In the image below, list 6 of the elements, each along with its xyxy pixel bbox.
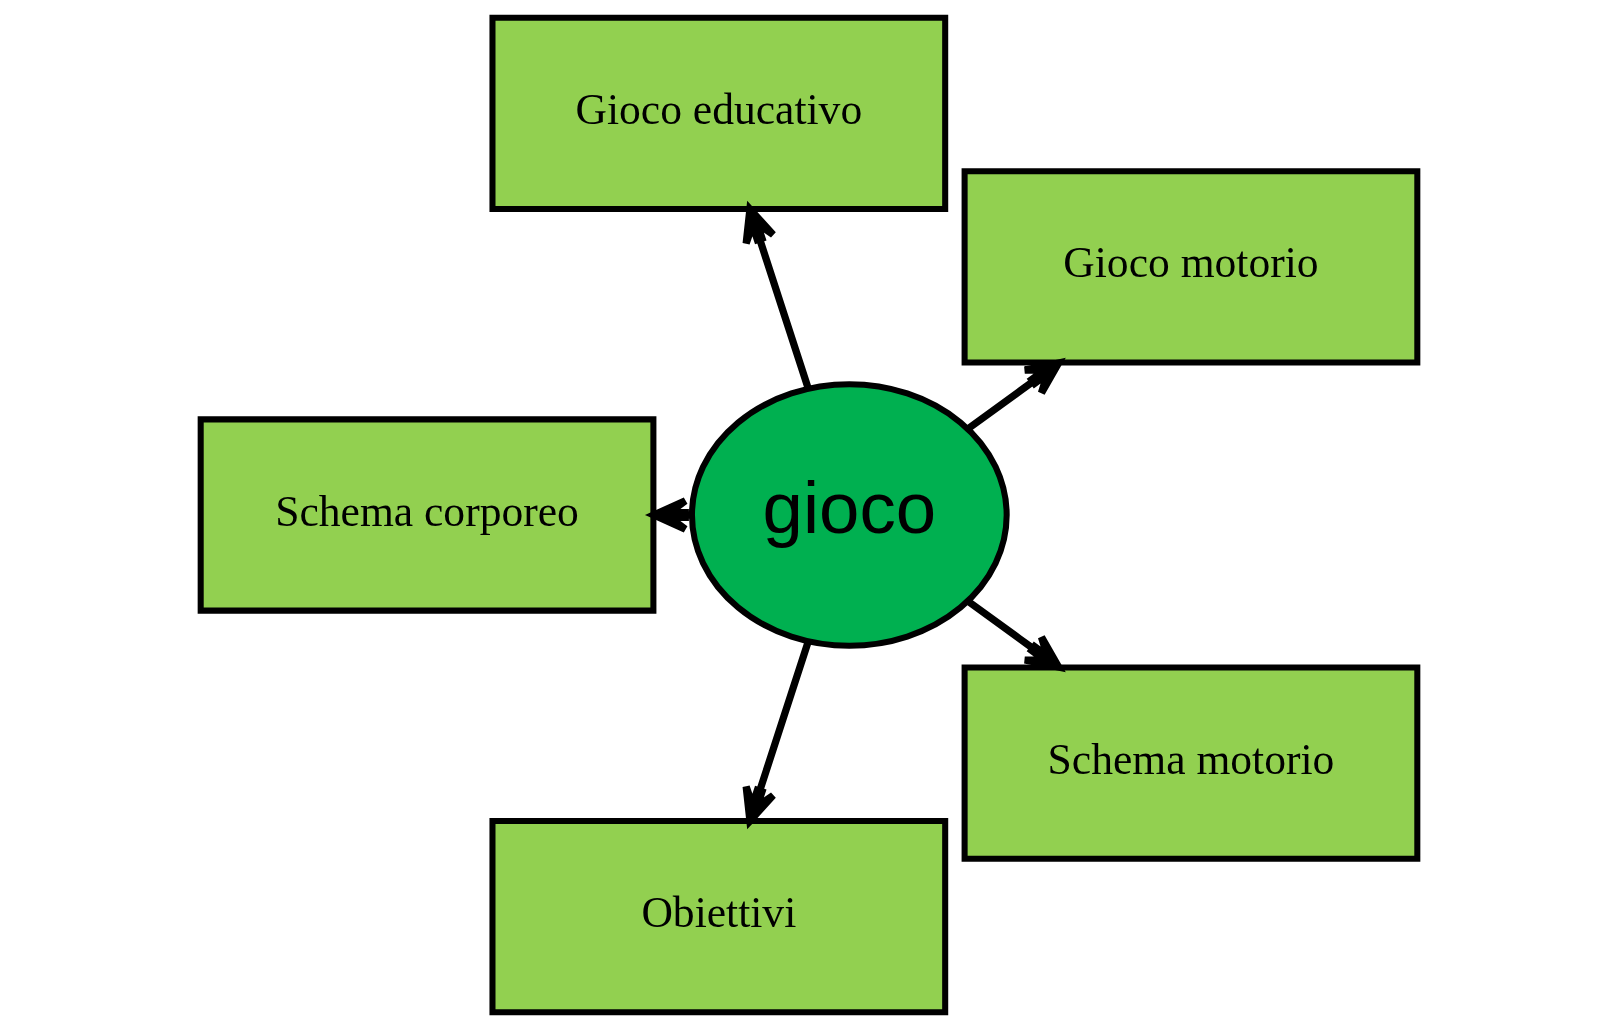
node-box: Obiettivi	[488, 817, 948, 1016]
node-ellipse: gioco	[688, 381, 1010, 649]
node-box: Schema corporeo	[197, 416, 656, 614]
node-box: Gioco educativo	[488, 14, 948, 213]
node-box: Schema motorio	[961, 664, 1420, 862]
node-box: Gioco motorio	[961, 168, 1420, 366]
